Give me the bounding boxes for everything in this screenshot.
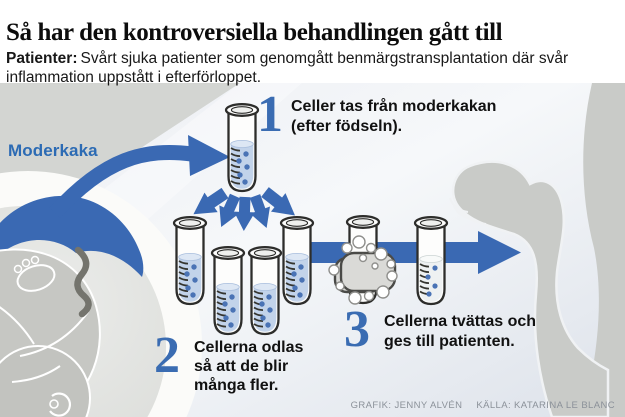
step-2-number: 2: [154, 327, 180, 384]
test-tube-icon-washed: [413, 216, 449, 306]
credit-source: KÄLLA: KATARINA LE BLANC: [476, 400, 615, 411]
intro-text: Patienter:Svårt sjuka patienter som geno…: [6, 49, 569, 87]
fetus-foot: [13, 255, 56, 292]
fist-finger-lines: [449, 197, 487, 225]
step-2-text: Cellerna odlas så att de blir många fler…: [194, 339, 304, 394]
credit-graphic: GRAFIK: JENNY ALVÉN: [350, 400, 463, 411]
soap-sponge-icon: [328, 235, 398, 305]
test-tube-icon-culture-3: [247, 246, 283, 336]
fetus-limb-lines: [0, 306, 89, 383]
fetus-in-womb-icon: [0, 171, 202, 417]
fetus-ear: [49, 392, 72, 417]
step-1-text: Celler tas från moderkakan (efter födsel…: [291, 98, 497, 135]
patient-silhouette-icon: [449, 83, 625, 417]
placenta-icon: [0, 195, 144, 277]
intro-label: Patienter:: [6, 49, 78, 67]
placenta-arrow-icon: [49, 135, 230, 219]
test-tube-icon-culture-4: [279, 216, 315, 306]
fetus-icon: [0, 248, 101, 417]
credits: GRAFIK: JENNY ALVÉN KÄLLA: KATARINA LE BL…: [351, 400, 615, 411]
umbilical-cord-icon: [74, 246, 92, 318]
step-1-number: 1: [257, 86, 283, 143]
step-3-number: 3: [344, 301, 370, 358]
page-title: Så har den kontroversiella behandlingen …: [6, 18, 503, 46]
test-tube-icon-culture-2: [210, 246, 246, 336]
test-tube-icon-source: [224, 103, 260, 193]
soap-bubbles: [328, 235, 398, 305]
placenta-label: Moderkaka: [8, 141, 98, 160]
test-tube-icon-culture-1: [172, 216, 208, 306]
step-3-text: Cellerna tvättas och ges till patienten.: [384, 313, 537, 350]
